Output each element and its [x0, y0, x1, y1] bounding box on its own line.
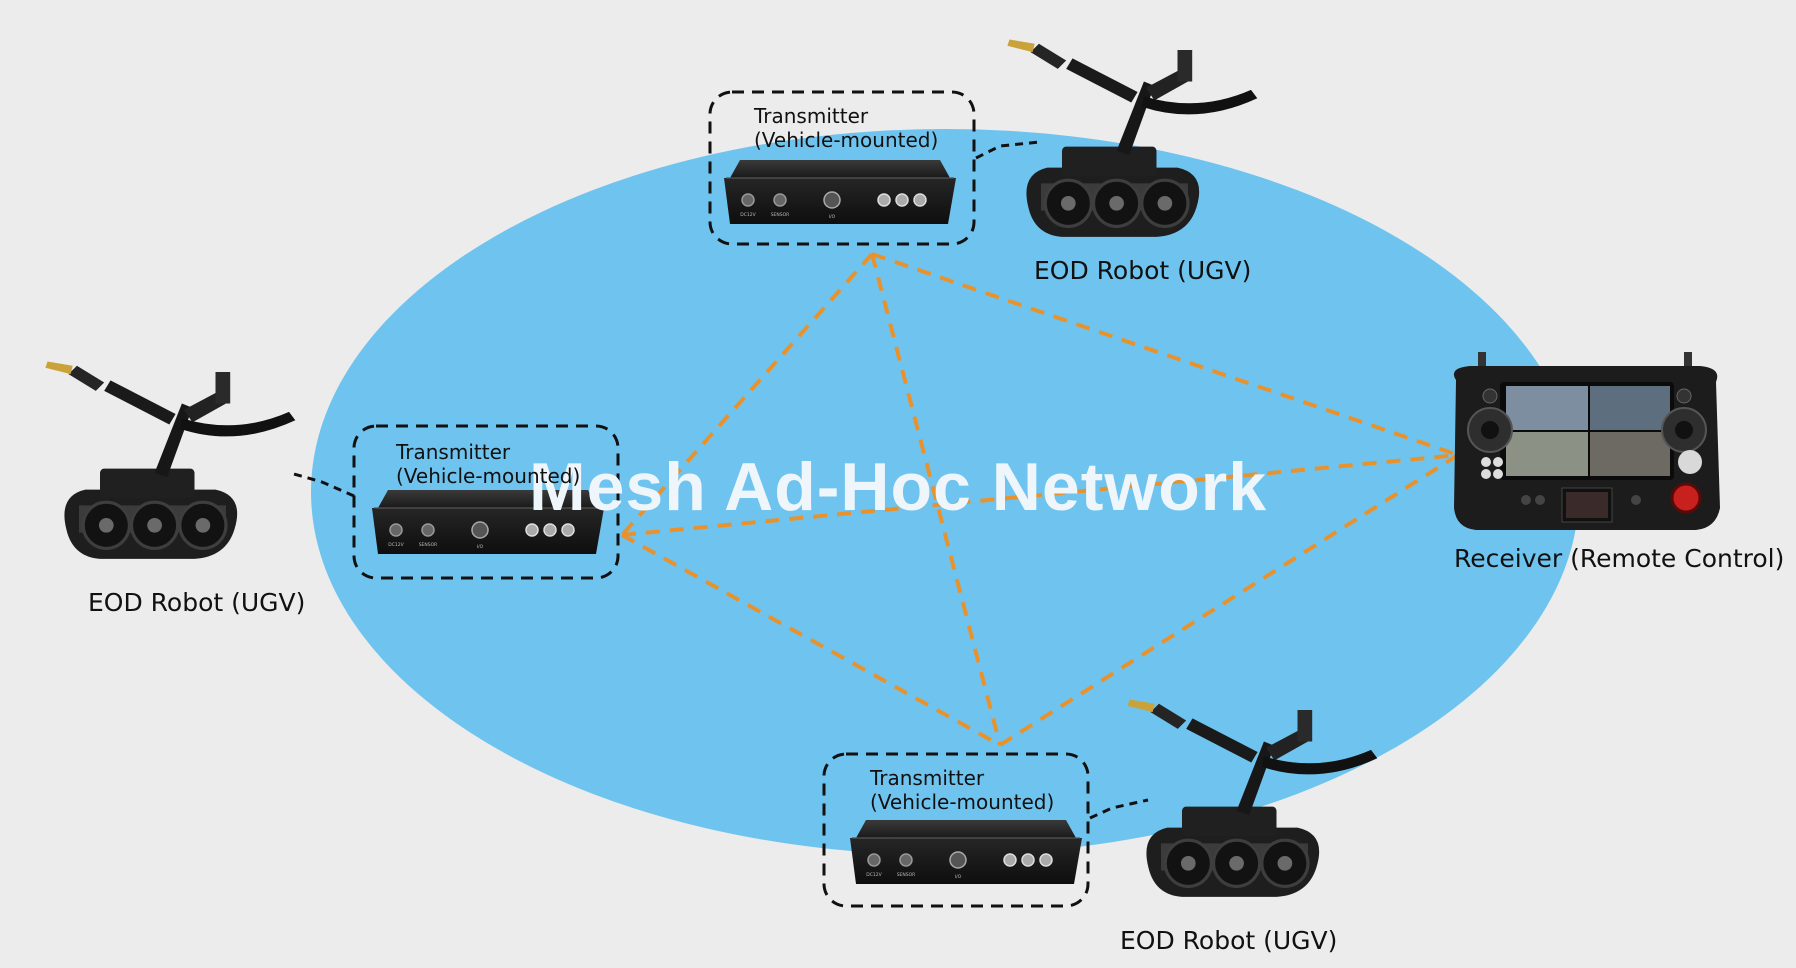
remote-controller-icon	[1453, 352, 1720, 530]
transmitter-label: Transmitter	[396, 440, 511, 464]
link-t2-rx	[621, 453, 1459, 537]
mesh-links	[620, 252, 1460, 747]
transmitter-box-icon	[849, 819, 1083, 885]
robot-caption: EOD Robot (UGV)	[88, 588, 306, 617]
receiver-caption: Receiver (Remote Control)	[1454, 544, 1785, 573]
robot-caption: EOD Robot (UGV)	[1034, 256, 1252, 285]
network-area	[311, 129, 1579, 855]
link-t1-t3	[870, 253, 1002, 746]
transmitter-box-icon	[723, 159, 957, 225]
transmitter-sublabel: (Vehicle-mounted)	[754, 128, 939, 152]
connector	[1089, 798, 1149, 820]
transmitter-sublabel: (Vehicle-mounted)	[870, 790, 1055, 814]
network-title: Mesh Ad-Hoc Network	[528, 449, 1268, 525]
transmitter-label: Transmitter	[754, 104, 869, 128]
link-t2-t3	[621, 533, 1001, 747]
transmitter-group-left	[293, 424, 620, 580]
transmitter-label: Transmitter	[870, 766, 985, 790]
link-t1-rx	[871, 252, 1459, 457]
link-t1-t2	[620, 252, 874, 537]
transmitter-sublabel: (Vehicle-mounted)	[396, 464, 581, 488]
transmitter-group-top	[708, 90, 1041, 246]
connector	[293, 472, 355, 498]
robot-caption: EOD Robot (UGV)	[1120, 926, 1338, 955]
link-t3-rx	[998, 453, 1460, 747]
transmitter-group-bottom	[822, 752, 1149, 908]
